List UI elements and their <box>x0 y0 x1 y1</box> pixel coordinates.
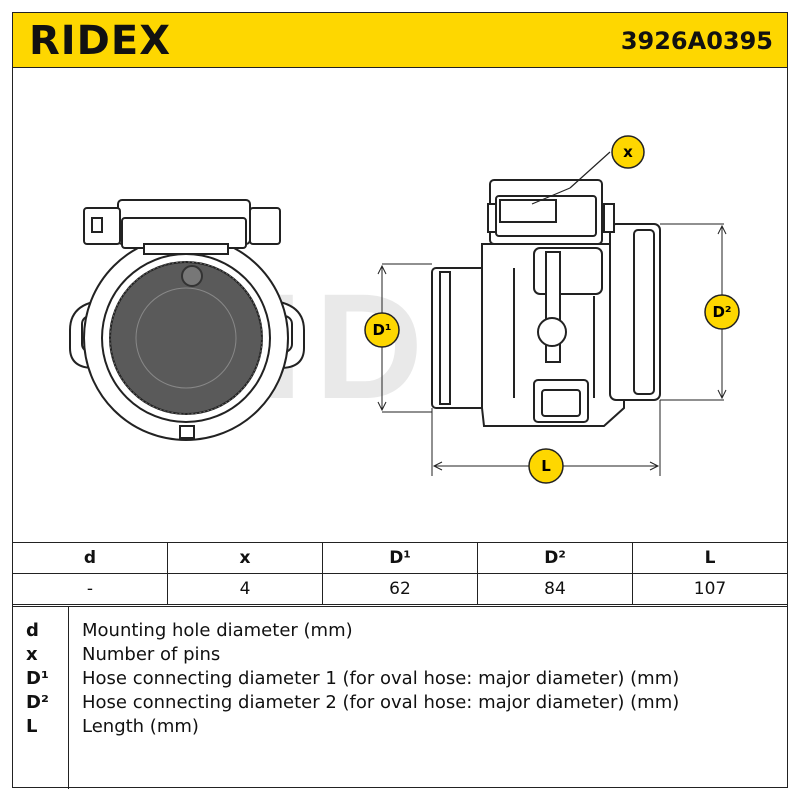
legend: d Mounting hole diameter (mm) x Number o… <box>12 606 788 789</box>
header-d2: D² <box>477 542 633 574</box>
d2-badge: D² <box>704 294 740 330</box>
header-d1: D¹ <box>322 542 478 574</box>
value-d1: 62 <box>322 573 478 605</box>
value-d2: 84 <box>477 573 633 605</box>
technical-drawing: RIDEX <box>69 135 740 484</box>
legend-text: Length (mm) <box>82 716 199 737</box>
legend-text: Hose connecting diameter 1 (for oval hos… <box>82 668 680 689</box>
legend-item: d Mounting hole diameter (mm) <box>12 619 788 643</box>
spec-value-row: - 4 62 84 107 <box>12 573 788 605</box>
legend-text: Number of pins <box>82 644 221 665</box>
x-badge: x <box>611 135 645 169</box>
legend-symbol: d <box>26 620 39 641</box>
value-d: - <box>12 573 168 605</box>
header-l: L <box>632 542 788 574</box>
l-badge-label: L <box>541 457 551 475</box>
value-x: 4 <box>167 573 323 605</box>
x-badge-label: x <box>623 143 633 161</box>
legend-symbol: x <box>26 644 38 665</box>
spec-table: d x D¹ D² L - 4 62 84 107 <box>12 542 788 605</box>
legend-divider <box>68 607 69 789</box>
d1-badge: D¹ <box>364 312 400 348</box>
legend-item: D¹ Hose connecting diameter 1 (for oval … <box>12 667 788 691</box>
legend-text: Hose connecting diameter 2 (for oval hos… <box>82 692 680 713</box>
l-badge: L <box>528 448 564 484</box>
legend-item: D² Hose connecting diameter 2 (for oval … <box>12 691 788 715</box>
side-view <box>431 179 661 427</box>
legend-symbol: L <box>26 716 38 737</box>
spec-header-row: d x D¹ D² L <box>12 542 788 574</box>
front-view <box>69 199 305 441</box>
legend-symbol: D² <box>26 692 49 713</box>
legend-item: L Length (mm) <box>12 715 788 739</box>
header-d: d <box>12 542 168 574</box>
d1-badge-label: D¹ <box>372 321 391 339</box>
x-callout <box>531 151 611 205</box>
legend-symbol: D¹ <box>26 668 49 689</box>
d2-badge-label: D² <box>712 303 731 321</box>
value-l: 107 <box>632 573 788 605</box>
header-bar: RIDEX 3926A0395 <box>12 12 788 68</box>
legend-item: x Number of pins <box>12 643 788 667</box>
legend-text: Mounting hole diameter (mm) <box>82 620 353 641</box>
header-x: x <box>167 542 323 574</box>
part-number: 3926A0395 <box>620 27 773 55</box>
brand-logo: RIDEX <box>29 18 172 64</box>
